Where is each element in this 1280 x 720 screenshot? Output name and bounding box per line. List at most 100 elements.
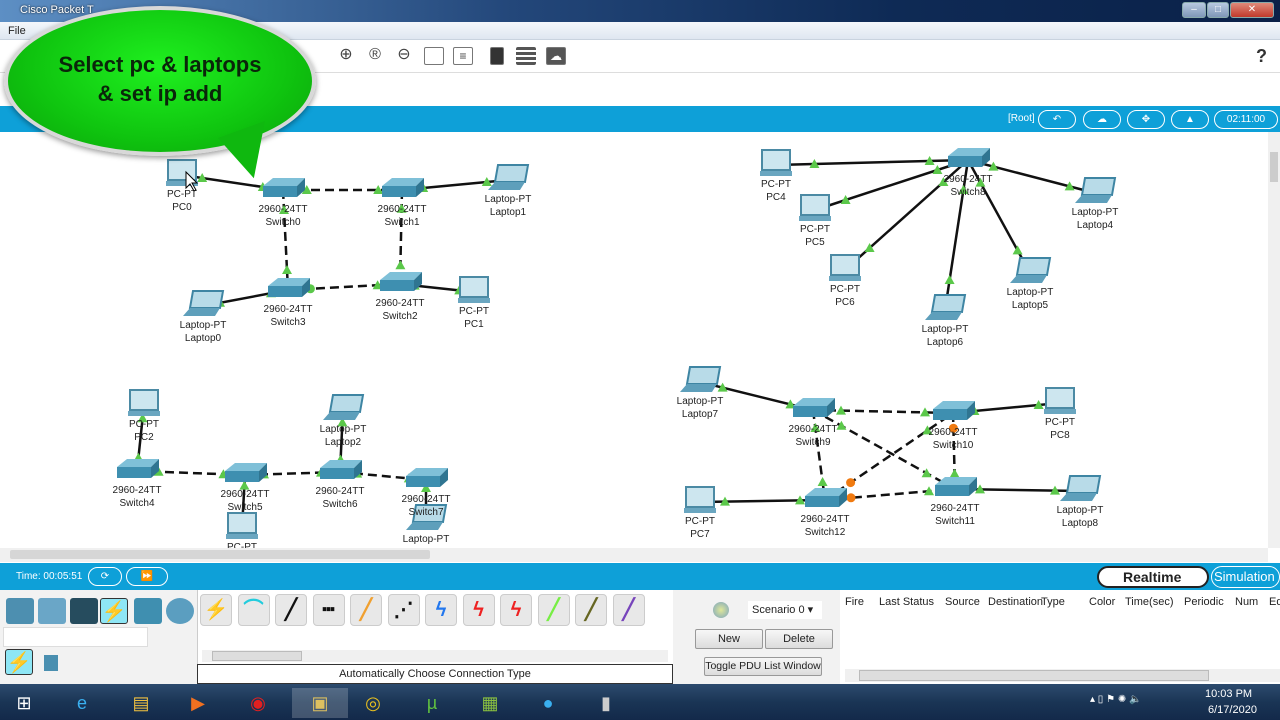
device-Laptop4[interactable] bbox=[1075, 177, 1117, 203]
help-icon[interactable]: ? bbox=[1256, 46, 1267, 66]
device-PC5[interactable] bbox=[799, 194, 831, 221]
device-Switch2[interactable] bbox=[380, 272, 422, 291]
device-PC2[interactable] bbox=[128, 389, 160, 416]
connection-straight-through-button[interactable]: ╱ bbox=[275, 594, 307, 626]
pdu-column-header[interactable]: Num bbox=[1235, 596, 1259, 608]
device-Switch9[interactable] bbox=[793, 398, 835, 417]
device-Laptop6[interactable] bbox=[925, 294, 967, 320]
link-Switch1-Switch2[interactable] bbox=[395, 189, 407, 285]
new-cluster-icon[interactable]: ☁ bbox=[1083, 110, 1121, 129]
device-PC3[interactable] bbox=[226, 512, 258, 539]
device-Switch8[interactable] bbox=[948, 148, 990, 167]
explorer-icon[interactable]: ▤ bbox=[132, 693, 150, 713]
vertical-scrollbar[interactable] bbox=[1268, 132, 1280, 548]
link-PC7-Switch12[interactable] bbox=[699, 495, 826, 506]
connection-console-button[interactable]: ⌒ bbox=[237, 594, 270, 626]
pdu-column-header[interactable]: Destination bbox=[988, 596, 1044, 608]
root-label[interactable]: [Root] bbox=[1008, 113, 1035, 124]
link-PC6-Switch8[interactable] bbox=[844, 159, 969, 271]
minimize-button[interactable]: – bbox=[1182, 2, 1206, 18]
link-Laptop4-Switch8[interactable] bbox=[967, 158, 1096, 195]
end-devices-icon[interactable] bbox=[38, 598, 66, 624]
zoom-reset-icon[interactable]: ® bbox=[369, 46, 381, 63]
ie-icon[interactable]: e bbox=[76, 693, 87, 713]
menu-file[interactable]: File bbox=[8, 25, 26, 37]
scenario-select[interactable]: Scenario 0 ▾ bbox=[748, 601, 822, 619]
utorrent-icon[interactable]: µ bbox=[426, 693, 438, 713]
connection-automatic-button[interactable]: ⚡ bbox=[200, 594, 232, 626]
components-icon[interactable] bbox=[70, 598, 98, 624]
device-Switch11[interactable] bbox=[935, 477, 977, 496]
device-Laptop5[interactable] bbox=[1010, 257, 1052, 283]
device-Laptop2[interactable] bbox=[323, 394, 365, 420]
set-background-icon[interactable]: ▲ bbox=[1171, 110, 1209, 129]
drawing-palette-icon[interactable] bbox=[424, 47, 444, 65]
connection-crossover-button[interactable]: ┅ bbox=[312, 594, 345, 626]
custom-device-icon[interactable]: ≡ bbox=[453, 47, 473, 65]
category-search[interactable] bbox=[3, 627, 148, 647]
fast-forward-icon[interactable]: ⏩ bbox=[126, 567, 168, 586]
connections-category-icon[interactable]: ⚡ bbox=[100, 598, 128, 624]
close-button[interactable]: ✕ bbox=[1230, 2, 1274, 18]
realtime-mode-button[interactable]: Realtime bbox=[1097, 566, 1209, 588]
link-Switch12-Switch10[interactable] bbox=[824, 411, 954, 502]
connection-serial-dte-button[interactable]: ϟ bbox=[500, 594, 532, 626]
viewport-clock[interactable]: 02:11:00 bbox=[1214, 110, 1278, 129]
files-icon[interactable]: ▦ bbox=[481, 693, 499, 713]
device-Switch0[interactable] bbox=[263, 178, 305, 197]
packet-tracer-icon[interactable]: ▣ bbox=[292, 688, 348, 718]
pdu-column-header[interactable]: Fire bbox=[845, 596, 864, 608]
link-Switch10-Switch11[interactable] bbox=[948, 412, 960, 490]
tray-icons[interactable]: ▴ ▯ ⚑ ✺ 🔈 bbox=[1090, 694, 1142, 705]
device-Switch1[interactable] bbox=[382, 178, 424, 197]
recorder-icon[interactable]: ◉ bbox=[250, 693, 266, 713]
maximize-button[interactable]: □ bbox=[1207, 2, 1229, 18]
device-Laptop8[interactable] bbox=[1060, 475, 1102, 501]
zoom-in-icon[interactable]: ⊕ bbox=[339, 46, 353, 63]
connection-serial-dce-button[interactable]: ϟ bbox=[462, 594, 495, 626]
pdu-column-header[interactable]: Ed bbox=[1269, 596, 1280, 608]
pdu-column-header[interactable]: Last Status bbox=[879, 596, 935, 608]
pdu-column-header[interactable]: Time(sec) bbox=[1125, 596, 1174, 608]
device-Switch10[interactable] bbox=[933, 401, 975, 420]
info-icon[interactable] bbox=[713, 602, 729, 618]
pdu-column-header[interactable]: Type bbox=[1041, 596, 1065, 608]
horizontal-scrollbar[interactable] bbox=[0, 548, 1268, 562]
connection-phone-button[interactable]: ⋰ bbox=[387, 594, 420, 626]
pdu-column-header[interactable]: Color bbox=[1089, 596, 1116, 608]
multiuser-icon[interactable] bbox=[166, 598, 194, 624]
connection-scrollbar[interactable] bbox=[202, 650, 668, 662]
device-Switch4[interactable] bbox=[117, 459, 159, 478]
link-PC4-Switch8[interactable] bbox=[775, 156, 969, 168]
device-Laptop0[interactable] bbox=[183, 290, 225, 316]
pdu-column-header[interactable]: Source bbox=[945, 596, 980, 608]
power-cycle-icon[interactable]: ⟳ bbox=[88, 567, 122, 586]
device-Laptop7[interactable] bbox=[680, 366, 722, 392]
delete-scenario-button[interactable]: Delete bbox=[765, 629, 833, 649]
simulation-mode-button[interactable]: Simulation bbox=[1211, 566, 1280, 588]
device-Switch12[interactable] bbox=[805, 488, 847, 507]
connection-coaxial-button[interactable]: ϟ bbox=[425, 594, 457, 626]
toggle-pdu-list-button[interactable]: Toggle PDU List Window bbox=[704, 657, 822, 676]
chrome-icon[interactable]: ◎ bbox=[365, 693, 381, 713]
zoom-out-icon[interactable]: ⊖ bbox=[397, 46, 411, 63]
device-Switch6[interactable] bbox=[320, 460, 362, 479]
connection-iot-custom-button[interactable]: ╱ bbox=[575, 594, 607, 626]
link-PC5-Switch8[interactable] bbox=[814, 158, 969, 212]
media-player-icon[interactable]: ▶ bbox=[191, 693, 205, 713]
zoom-app-icon[interactable]: ● bbox=[542, 693, 554, 713]
move-object-icon[interactable]: ✥ bbox=[1127, 110, 1165, 129]
device-template-icon[interactable] bbox=[490, 47, 504, 65]
network-devices-icon[interactable] bbox=[6, 598, 34, 624]
device-PC8[interactable] bbox=[1044, 387, 1076, 414]
grid-icon[interactable] bbox=[44, 655, 58, 671]
link-Laptop6-Switch8[interactable] bbox=[943, 159, 970, 311]
device-Laptop3[interactable] bbox=[406, 504, 448, 530]
miscellaneous-icon[interactable] bbox=[134, 598, 162, 624]
cloud-view-icon[interactable]: ☁ bbox=[546, 47, 566, 65]
device-Switch3[interactable] bbox=[268, 278, 310, 297]
connection-fiber-button[interactable]: ╱ bbox=[350, 594, 382, 626]
connection-usb-button[interactable]: ╱ bbox=[612, 594, 645, 626]
